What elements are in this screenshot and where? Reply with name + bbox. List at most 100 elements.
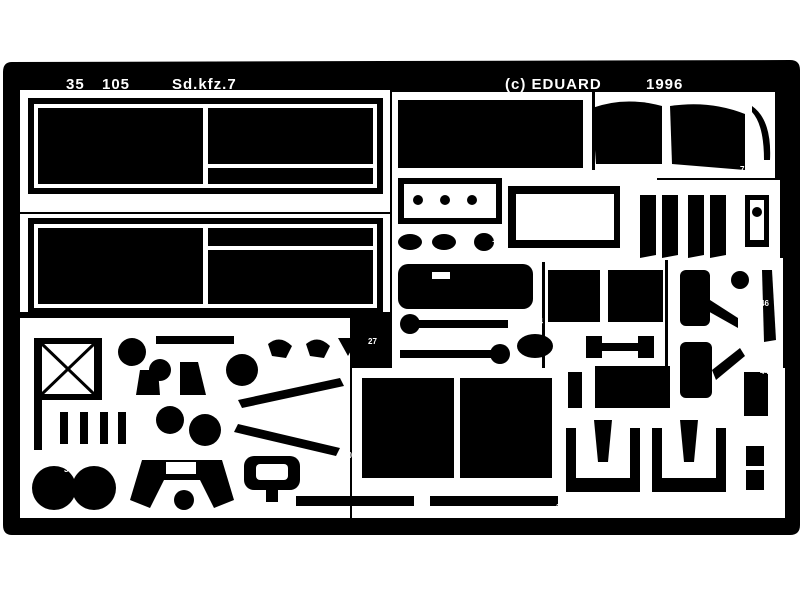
part-8b bbox=[432, 234, 456, 250]
part-11-straps bbox=[640, 195, 726, 258]
part-label: 33 bbox=[64, 465, 73, 474]
part-label: 41 bbox=[540, 369, 549, 378]
part-35-rails bbox=[234, 378, 344, 456]
part-34 bbox=[517, 334, 553, 358]
part-13-frame bbox=[34, 338, 102, 450]
part-label: 42 bbox=[594, 467, 603, 476]
part-label: 1 bbox=[22, 96, 27, 105]
part-2-panel bbox=[28, 218, 383, 314]
part-30-tool bbox=[400, 344, 510, 364]
part-10 bbox=[474, 233, 494, 251]
part-label: 26 bbox=[250, 495, 259, 504]
part-17 bbox=[156, 336, 234, 344]
part-label: 46 bbox=[760, 299, 769, 308]
part-label: 45 bbox=[746, 435, 755, 444]
part-label: 34 bbox=[155, 439, 164, 448]
part-33b bbox=[72, 466, 116, 510]
part-8a bbox=[398, 234, 422, 250]
part-40 bbox=[568, 372, 582, 408]
part-31a bbox=[362, 378, 454, 478]
part-label: 37 bbox=[670, 271, 679, 280]
part-label: 20 bbox=[343, 451, 352, 460]
part-label: 34 bbox=[534, 317, 543, 326]
part-label: 36 bbox=[616, 263, 625, 272]
part-31b bbox=[460, 378, 552, 478]
part-label: 14 bbox=[44, 405, 53, 414]
part-label: 23 bbox=[508, 319, 517, 328]
part-27-clips bbox=[268, 338, 378, 358]
part-45a bbox=[746, 446, 764, 466]
part-label: 40 bbox=[566, 359, 575, 368]
part-label: 6 bbox=[752, 99, 757, 108]
part-12 bbox=[745, 195, 769, 247]
part-label: 37 bbox=[164, 503, 173, 512]
part-label: 12 bbox=[760, 185, 769, 194]
part-label: 10 bbox=[492, 235, 501, 244]
part-6 bbox=[752, 106, 771, 160]
part-label: 31 bbox=[352, 477, 361, 486]
part-47 bbox=[731, 271, 749, 289]
part-29 bbox=[296, 496, 414, 506]
part-15 bbox=[118, 338, 146, 366]
part-label: 2 bbox=[22, 217, 27, 226]
part-label: 31 bbox=[540, 367, 549, 376]
part-45b bbox=[746, 470, 764, 490]
part-41 bbox=[595, 366, 670, 408]
part-46 bbox=[762, 270, 776, 342]
model-name: Sd.kfz.7 bbox=[172, 76, 237, 93]
part-label: 19 bbox=[258, 377, 267, 386]
part-label: 5 bbox=[508, 179, 513, 188]
part-label: 21 bbox=[340, 371, 349, 380]
part-label: 3 bbox=[393, 96, 398, 105]
year: 1996 bbox=[646, 76, 684, 93]
part-label: 17 bbox=[236, 335, 245, 344]
part-label: 8 bbox=[425, 237, 430, 246]
part-1-panel bbox=[28, 98, 383, 194]
part-label: 44 bbox=[760, 367, 769, 376]
set-code: 105 bbox=[102, 76, 131, 93]
part-4-plate bbox=[398, 178, 502, 224]
copyright: (c) EDUARD bbox=[505, 76, 602, 93]
part-label: 34 bbox=[220, 451, 229, 460]
part-21-seats bbox=[136, 362, 206, 395]
part-label: 13 bbox=[34, 329, 43, 338]
part-39 bbox=[680, 342, 712, 398]
part-24 bbox=[189, 414, 221, 446]
part-42a bbox=[566, 420, 640, 492]
part-28 bbox=[430, 496, 558, 506]
part-14-rods bbox=[60, 412, 126, 444]
part-37b bbox=[174, 490, 194, 510]
part-32 bbox=[156, 406, 184, 434]
part-42b bbox=[652, 420, 726, 492]
part-label: 29 bbox=[318, 485, 327, 494]
part-label: 41 bbox=[672, 405, 681, 414]
part-label: 44 bbox=[692, 413, 701, 422]
part-33a bbox=[32, 466, 76, 510]
part-44 bbox=[744, 372, 768, 416]
part-label: 47 bbox=[738, 261, 747, 270]
part-label: 42 bbox=[698, 467, 707, 476]
part-label: 30 bbox=[424, 337, 433, 346]
part-label: 35 bbox=[556, 263, 565, 272]
part-label: 43 bbox=[612, 413, 621, 422]
part-5-frame bbox=[508, 186, 620, 248]
part-38 bbox=[586, 336, 654, 358]
part-label: 32 bbox=[556, 503, 565, 512]
part-label: 39 bbox=[670, 341, 679, 350]
part-label: 38 bbox=[600, 327, 609, 336]
part-label: 27 bbox=[368, 337, 377, 346]
part-22 bbox=[226, 354, 258, 386]
part-37 bbox=[680, 270, 710, 326]
part-23-tool bbox=[400, 314, 508, 334]
part-label: 11 bbox=[655, 185, 664, 194]
part-3-panel bbox=[398, 100, 583, 168]
part-49 bbox=[398, 264, 533, 309]
part-label: 7 bbox=[740, 165, 745, 174]
part-16-bracket bbox=[130, 460, 234, 508]
part-label: 4 bbox=[392, 177, 397, 186]
part-26-ring bbox=[244, 456, 300, 502]
part-label: 15 bbox=[118, 331, 127, 340]
part-7-door-right bbox=[670, 104, 745, 170]
part-36 bbox=[608, 270, 663, 322]
